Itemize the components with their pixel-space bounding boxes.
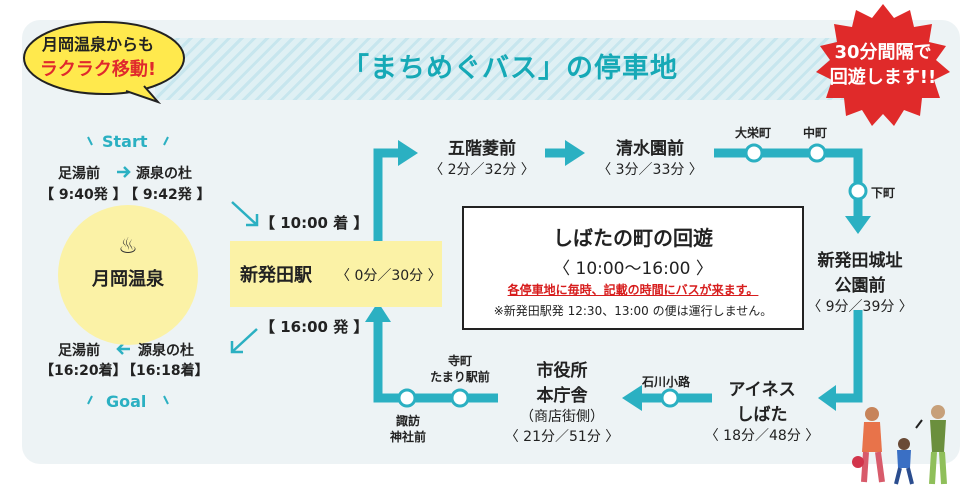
goal-from: 源泉の杜 [138, 343, 194, 359]
stop-suwa-line1: 諏訪 [395, 414, 420, 428]
station-name: 新発田駅 [240, 265, 312, 286]
frequency-line1: 30分間隔で [834, 42, 932, 63]
family-illustration [852, 405, 947, 485]
arrow-to-cityhall [622, 385, 642, 411]
arrow-station-to-goal [230, 328, 258, 354]
stop-castle-line2: 公園前 [834, 276, 886, 296]
stop-cityhall-time: 〈 21分／51分 〉 [504, 429, 620, 445]
stop-aines-line2: しばた [736, 405, 788, 425]
badge-text: 月岡温泉からも ラクラク移動! [14, 32, 182, 82]
stop-teramachi: 寺町 たまり駅前 [420, 353, 500, 385]
stop-shimizu-name: 清水園前 [616, 139, 684, 159]
stop-shimizu: 清水園前 〈 3分／33分 〉 [588, 134, 712, 179]
arrow-to-station [365, 302, 391, 322]
stop-suwa: 諏訪 神社前 [378, 413, 438, 445]
page-title: 「まちめぐバス」の停車地 [342, 53, 678, 84]
stop-goken-time: 〈 2分／32分 〉 [429, 162, 535, 178]
arrow-to-castle [845, 216, 871, 234]
arrow-to-aines [818, 385, 836, 411]
info-notice: 各停車地に毎時、記載の時間にバスが来ます。 [507, 283, 759, 297]
stop-marker-ishikawa [660, 388, 680, 408]
arrow-to-goken [398, 140, 418, 166]
stop-teramachi-line1: 寺町 [447, 354, 472, 368]
frequency-text: 30分間隔で 回遊します!! [812, 40, 954, 90]
stop-aines-time: 〈 18分／48分 〉 [704, 428, 820, 444]
info-hours: 〈 10:00～16:00 〉 [553, 259, 713, 279]
start-from-time: 【 9:40発 】 [40, 187, 127, 203]
stop-marker-nakamachi [807, 143, 827, 163]
stop-teramachi-line2: たまり駅前 [430, 370, 490, 384]
route-line-upper [373, 148, 398, 241]
info-title: しばたの町の回遊 [553, 226, 713, 250]
stop-marker-shimomachi [848, 181, 868, 201]
frequency-burst [816, 4, 950, 126]
stop-cityhall-line1: 市役所 [536, 361, 588, 381]
start-to-time: 【 9:42発 】 [124, 187, 211, 203]
hot-spring-icon: ♨ [118, 234, 138, 259]
stop-shimizu-time: 〈 3分／33分 〉 [597, 162, 703, 178]
station-depart: 【 16:00 発 】 [260, 318, 369, 336]
goal-deco [87, 395, 169, 405]
stop-goken: 五階菱前 〈 2分／32分 〉 [420, 134, 544, 179]
frequency-line2: 回遊します!! [829, 67, 937, 88]
stop-castle-time: 〈 9分／39分 〉 [807, 299, 913, 315]
stop-aines-line1: アイネス [728, 380, 796, 400]
start-from: 足湯前 [58, 166, 100, 182]
stop-cityhall-line3: （商店街側） [520, 409, 604, 425]
goal-from-time: 【16:18着】 [122, 363, 209, 379]
start-small-arrow [117, 166, 131, 178]
arrow-start-to-station [231, 201, 259, 227]
title-banner [155, 38, 875, 100]
onsen-circle [58, 205, 198, 345]
goal-label: Goal [106, 392, 147, 411]
stop-cityhall: 市役所 本庁舎 （商店街側） 〈 21分／51分 〉 [500, 356, 624, 446]
station-arrive: 【 10:00 着 】 [260, 214, 369, 232]
arrow-to-shimizu [565, 140, 585, 166]
stop-ishikawa-name: 石川小路 [642, 375, 691, 389]
stop-goken-name: 五階菱前 [448, 139, 516, 159]
onsen-name: 月岡温泉 [92, 269, 164, 290]
start-label: Start [102, 132, 148, 151]
stop-cityhall-line2: 本庁舎 [536, 386, 588, 406]
badge-line1: 月岡温泉からも [41, 35, 154, 54]
station-box [230, 241, 442, 307]
stop-marker-daieicho [744, 143, 764, 163]
stop-castle-line1: 新発田城址 [817, 251, 903, 271]
stop-castle: 新発田城址 公園前 〈 9分／39分 〉 [800, 246, 920, 316]
stop-suwa-line2: 神社前 [389, 430, 426, 444]
start-deco [87, 136, 169, 146]
route-line-east-lower [836, 310, 863, 403]
station-time: 〈 0分／30分 〉 [336, 268, 442, 284]
speech-bubble [23, 21, 185, 104]
stop-marker-suwa [397, 388, 417, 408]
info-note: ※新発田駅発 12:30、13:00 の便は運行しません。 [493, 304, 773, 318]
stop-nakamachi-name: 中町 [803, 126, 828, 140]
goal-to-time: 【16:20着】 [40, 363, 127, 379]
start-to: 源泉の杜 [136, 166, 192, 182]
stop-shimomachi-name: 下町 [871, 186, 896, 200]
goal-to: 足湯前 [58, 343, 100, 359]
goal-small-arrow [116, 343, 130, 355]
stop-marker-teramachi [450, 388, 470, 408]
info-box [462, 206, 804, 330]
stop-aines: アイネス しばた 〈 18分／48分 〉 [700, 375, 824, 445]
stop-daieicho-name: 大栄町 [735, 126, 772, 140]
badge-line2: ラクラク移動! [39, 59, 157, 80]
